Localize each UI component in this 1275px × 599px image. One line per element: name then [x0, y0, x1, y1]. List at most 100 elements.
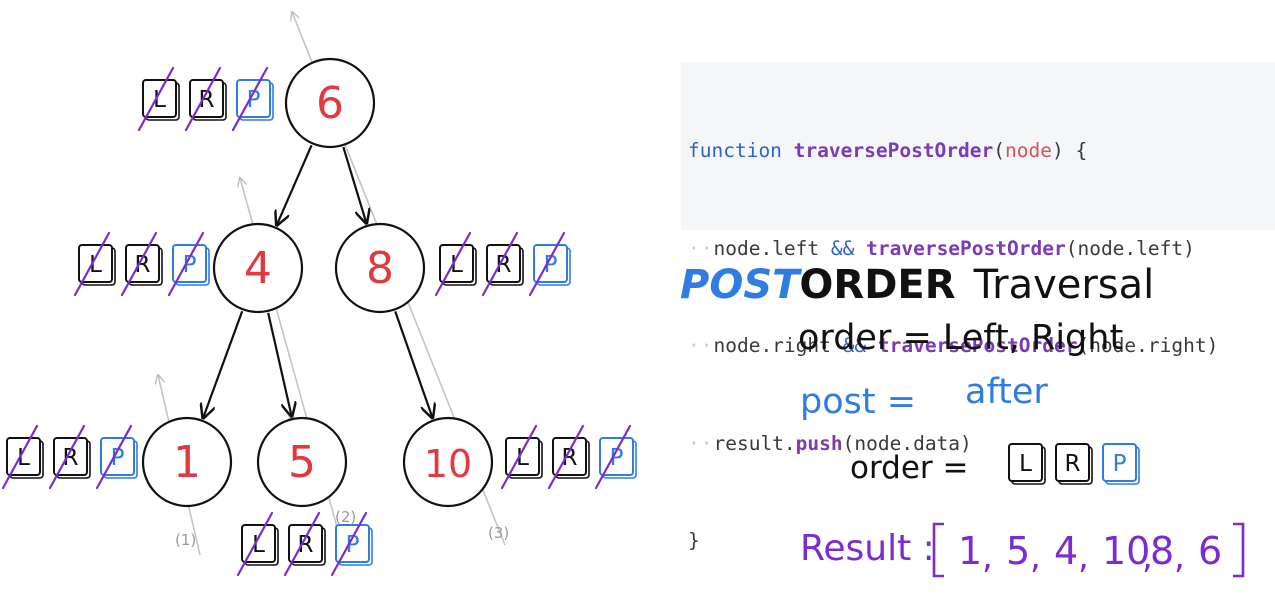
badge-l: L — [1008, 443, 1046, 485]
result-open-bracket — [932, 522, 944, 578]
badge-letter: L — [153, 87, 166, 113]
result-array: 1,5,4,10,8,6 — [932, 522, 1245, 578]
tree-node-4: 4 — [212, 222, 304, 314]
node-value: 4 — [244, 243, 272, 294]
result-value: 4 — [1054, 529, 1078, 573]
strike-line — [137, 66, 175, 132]
strike-line — [434, 231, 472, 297]
code-text: (node.right) — [1077, 334, 1219, 357]
code-line-3: ··node.right && traversePostOrder(node.r… — [688, 330, 1275, 363]
strike-line — [236, 511, 274, 577]
badge-letter: R — [199, 87, 215, 113]
badge-r: R — [48, 424, 91, 490]
indent-guide: ·· — [688, 236, 714, 260]
result-label: Result : — [800, 528, 935, 569]
badge-letter: P — [1113, 451, 1127, 477]
badge-letter: P — [610, 445, 624, 471]
tree-edge-n6-n8 — [342, 146, 366, 223]
tree-node-1: 1 — [141, 416, 233, 508]
strike-line — [528, 231, 566, 297]
badge-r: R — [547, 424, 590, 490]
badge-r: R — [283, 511, 326, 577]
post-definition-label: post = — [800, 382, 917, 422]
strike-line — [1, 424, 39, 490]
node-circle — [212, 222, 304, 314]
badge-letter: P — [247, 87, 261, 113]
function-call: traversePostOrder — [877, 334, 1078, 357]
badge-letter: R — [135, 252, 151, 278]
strike-line — [120, 231, 158, 297]
badge-l: L — [500, 424, 543, 490]
badge-letter: P — [111, 445, 125, 471]
badge-letter: P — [544, 252, 558, 278]
operator: && — [842, 334, 867, 357]
badge-letter: P — [346, 532, 360, 558]
path-label: (1) — [175, 531, 196, 549]
result-comma: , — [1078, 537, 1089, 577]
badge-r: R — [1055, 443, 1093, 485]
tree-edge-n6-n4 — [277, 144, 313, 225]
badge-r: R — [481, 231, 524, 297]
badge-l: L — [1, 424, 44, 490]
result-value: 10 — [1102, 529, 1150, 573]
code-text: node.right — [713, 334, 843, 357]
strike-line — [330, 511, 368, 577]
function-call: traversePostOrder — [866, 236, 1066, 260]
node-circle — [284, 57, 376, 149]
indent-guide: ·· — [688, 431, 714, 455]
result-value: 8 — [1150, 529, 1174, 573]
badge-r: R — [184, 66, 227, 132]
path-label: (3) — [488, 524, 509, 542]
code-text: (node.data) — [842, 431, 972, 455]
title-post: POST — [680, 262, 800, 308]
node-value: 10 — [424, 442, 472, 486]
badge-letter: L — [516, 445, 529, 471]
operator: && — [830, 236, 855, 260]
tree-node-10: 10 — [402, 416, 494, 508]
indent-guide: ·· — [688, 334, 714, 357]
strike-line — [500, 424, 538, 490]
code-text: (node.left) — [1065, 236, 1195, 260]
badge-l: L — [137, 66, 180, 132]
result-comma: , — [1142, 537, 1153, 577]
badge-letter: R — [562, 445, 578, 471]
code-snippet: function traversePostOrder(node) { ··nod… — [681, 62, 1275, 552]
function-call: push — [795, 431, 843, 455]
badge-r: R — [120, 231, 163, 297]
node-circle — [141, 416, 233, 508]
code-line-5: } — [688, 529, 700, 552]
code-text: node.left — [713, 236, 831, 260]
strike-line — [184, 66, 222, 132]
tree-node-5: 5 — [256, 416, 348, 508]
result-value: 5 — [1006, 529, 1030, 573]
strike-line — [48, 424, 86, 490]
node-value: 1 — [173, 437, 201, 488]
result-value: 1 — [958, 529, 982, 573]
title-order: ORDER — [799, 262, 956, 308]
badge-p: P — [95, 424, 138, 490]
strike-line — [283, 511, 321, 577]
badge-l: L — [236, 511, 279, 577]
param-node: node — [1005, 139, 1052, 162]
badge-letter: L — [89, 252, 102, 278]
badge-letter: L — [17, 445, 30, 471]
title-traversal: Traversal — [973, 262, 1155, 308]
code-line-4: ··result.push(node.data) — [688, 428, 1275, 461]
node-circle — [334, 222, 426, 314]
badge-l: L — [434, 231, 477, 297]
notes-title: POSTORDER Traversal — [680, 262, 1154, 308]
badge-letter: R — [298, 532, 314, 558]
function-name: traversePostOrder — [793, 139, 994, 162]
badge-p: P — [231, 66, 274, 132]
tree-node-6: 6 — [284, 57, 376, 149]
strike-line — [73, 231, 111, 297]
strike-line — [481, 231, 519, 297]
badge-p: P — [330, 511, 373, 577]
badge-p: P — [594, 424, 637, 490]
